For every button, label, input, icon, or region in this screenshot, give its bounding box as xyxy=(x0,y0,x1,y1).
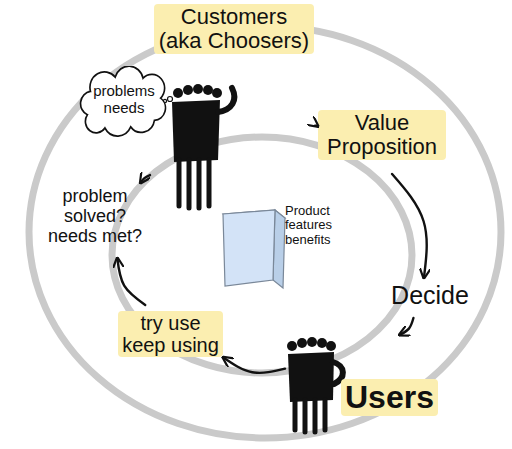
figure-body xyxy=(288,352,334,402)
flow-arrow xyxy=(399,318,413,335)
figure-body xyxy=(172,100,220,162)
product-cube xyxy=(215,200,290,300)
cube-front xyxy=(223,210,275,286)
product-box: Product features benefits xyxy=(215,200,355,300)
figure-legs xyxy=(179,160,209,208)
figure-head xyxy=(326,341,336,351)
thought-bubble xyxy=(168,97,173,102)
user-node-label: Users xyxy=(341,379,435,416)
figure-head xyxy=(307,337,317,347)
figure-head xyxy=(173,88,183,98)
decide-step-label: Decide xyxy=(385,282,475,310)
user-figure xyxy=(287,337,343,432)
flow-arrow xyxy=(315,124,318,127)
thought-cloud: problems needs xyxy=(75,66,173,138)
figure-head xyxy=(183,85,193,95)
value-node-label: Value Proposition xyxy=(318,110,446,160)
figure-head xyxy=(212,88,222,98)
decide-step: Decide xyxy=(385,278,475,318)
inner-ring xyxy=(112,137,412,373)
usage-step: try use keep using xyxy=(118,305,223,390)
outcome-check-label: problem solved? needs met? xyxy=(45,187,145,246)
figure-legs xyxy=(295,400,325,432)
flow-arrow xyxy=(223,357,285,373)
flow-arrow xyxy=(392,174,427,278)
outer-ring xyxy=(29,26,501,438)
thought-cloud-label: problems needs xyxy=(85,83,163,116)
figure-head xyxy=(203,85,213,95)
flow-arrow xyxy=(140,175,150,183)
figure-head xyxy=(193,84,203,94)
highlight-mark: Users xyxy=(341,379,438,416)
user-node: Users xyxy=(285,335,435,430)
cloud-path xyxy=(81,66,166,136)
flow-arrow xyxy=(117,258,145,305)
customer-node-label: Customers (aka Choosers) xyxy=(154,4,314,54)
figure-head xyxy=(317,338,327,348)
customer-node: Customers (aka Choosers) xyxy=(150,4,315,210)
highlight-mark: Customers (aka Choosers) xyxy=(154,4,314,54)
figure-arm xyxy=(218,88,234,112)
customer-figure xyxy=(163,84,234,208)
highlight-mark: Value Proposition xyxy=(318,110,446,160)
product-box-label: Product features benefits xyxy=(285,204,355,247)
highlight-mark: try use keep using xyxy=(118,311,223,357)
figure-head xyxy=(297,338,307,348)
outcome-check: problem solved? needs met? xyxy=(40,183,150,258)
value-node: Value Proposition xyxy=(318,108,446,174)
figure-head xyxy=(287,341,297,351)
usage-step-label: try use keep using xyxy=(118,311,223,357)
